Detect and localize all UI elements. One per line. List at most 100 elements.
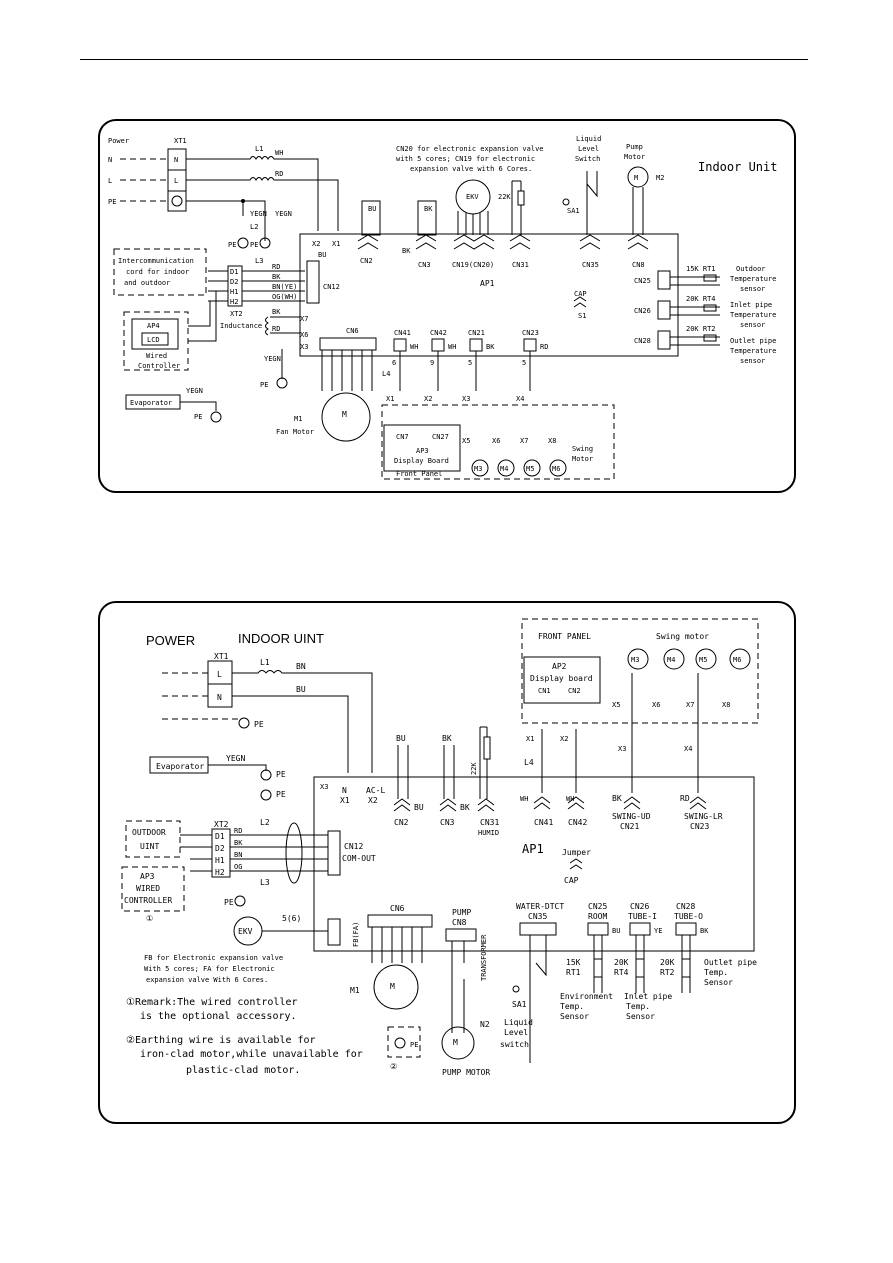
svg-text:switch: switch: [500, 1040, 529, 1049]
swing-motor-m3: [471, 459, 489, 477]
svg-text:②Earthing wire is available fo: ②Earthing wire is available for: [126, 1035, 316, 1046]
svg-text:AC-L: AC-L: [366, 786, 385, 795]
xt1-n: N: [174, 156, 178, 164]
sa1-switch: [512, 985, 520, 993]
svg-text:X3: X3: [618, 745, 626, 753]
svg-text:X6: X6: [300, 331, 308, 339]
cn6-connector: [319, 337, 377, 351]
svg-text:sensor: sensor: [740, 321, 765, 329]
cn26-connector: [629, 922, 651, 936]
svg-text:X1: X1: [526, 735, 534, 743]
xt2-terminal-block: [227, 265, 243, 307]
svg-text:is the optional accessory.: is the optional accessory.: [140, 1011, 297, 1022]
svg-text:5: 5: [468, 359, 472, 367]
cn35-connector: [579, 234, 601, 250]
xt1-label: XT1: [174, 137, 187, 145]
swing-motor-m4: [663, 648, 685, 670]
svg-text:YEGN: YEGN: [250, 210, 267, 218]
svg-text:Sensor: Sensor: [626, 1012, 655, 1021]
cn28-connector: [675, 922, 697, 936]
ground-icon: [276, 377, 288, 389]
rt1-thermistor: [703, 274, 717, 282]
svg-text:PE: PE: [224, 898, 234, 907]
svg-text:D1: D1: [215, 832, 225, 841]
cn6-connector: [367, 914, 433, 928]
svg-text:SWING-UD: SWING-UD: [612, 812, 651, 821]
svg-text:X8: X8: [548, 437, 556, 445]
ground-icon: [210, 411, 222, 423]
ground-icon: [238, 717, 250, 729]
cn23-connector: [689, 796, 707, 810]
svg-text:M1: M1: [294, 415, 302, 423]
svg-text:X1: X1: [386, 395, 394, 403]
svg-text:plastic-clad motor.: plastic-clad motor.: [186, 1065, 300, 1076]
svg-text:OG: OG: [234, 863, 242, 871]
svg-text:H1: H1: [215, 856, 225, 865]
svg-text:CN23: CN23: [690, 822, 709, 831]
outdoor-unit-box: [125, 820, 181, 858]
cn28-connector: [657, 330, 671, 350]
svg-text:sensor: sensor: [740, 285, 765, 293]
svg-text:20K RT2: 20K RT2: [686, 325, 716, 333]
svg-text:FB for Electronic expansion va: FB for Electronic expansion valve: [144, 954, 283, 962]
svg-text:TRANSFORMER: TRANSFORMER: [480, 934, 488, 981]
svg-text:BK: BK: [612, 794, 622, 803]
svg-text:YEGN: YEGN: [264, 355, 281, 363]
svg-text:RT1: RT1: [566, 968, 581, 977]
front-panel-box: [381, 404, 615, 480]
svg-text:CN28: CN28: [676, 902, 695, 911]
svg-text:OUTDOOR: OUTDOOR: [132, 828, 166, 837]
svg-text:CN35: CN35: [582, 261, 599, 269]
svg-text:Environment: Environment: [560, 992, 613, 1001]
svg-text:X5: X5: [462, 437, 470, 445]
svg-text:HUMID: HUMID: [478, 829, 499, 837]
cn12-connector: [306, 260, 320, 304]
svg-text:CN3: CN3: [440, 818, 455, 827]
svg-text:CN12: CN12: [323, 283, 340, 291]
svg-text:20K: 20K: [660, 958, 675, 967]
svg-text:CN41: CN41: [534, 818, 553, 827]
cn2-connector: [393, 798, 411, 812]
svg-text:X2: X2: [368, 796, 378, 805]
svg-text:PE: PE: [276, 790, 286, 799]
svg-text:WH: WH: [566, 795, 574, 803]
svg-text:RD: RD: [680, 794, 690, 803]
svg-text:CN12: CN12: [344, 842, 363, 851]
svg-text:Sensor: Sensor: [560, 1012, 589, 1021]
rt2-thermistor: [681, 958, 691, 978]
svg-text:Wired: Wired: [146, 352, 167, 360]
svg-text:CN26: CN26: [630, 902, 649, 911]
svg-text:CN19(CN20): CN19(CN20): [452, 261, 494, 269]
svg-text:Temp.: Temp.: [626, 1002, 650, 1011]
svg-text:15K: 15K: [566, 958, 581, 967]
cn25-connector: [657, 270, 671, 290]
cn2-connector: [357, 234, 379, 250]
svg-text:LCD: LCD: [147, 336, 160, 344]
res-22k: [517, 190, 525, 206]
svg-text:②: ②: [390, 1062, 397, 1071]
svg-text:RD: RD: [275, 170, 283, 178]
svg-text:PUMP MOTOR: PUMP MOTOR: [442, 1068, 490, 1077]
svg-text:CN2: CN2: [568, 687, 581, 695]
svg-text:iron-clad motor,while unavaila: iron-clad motor,while unavailable for: [140, 1049, 363, 1060]
fan-motor-m1: [373, 964, 419, 1010]
svg-text:PUMP: PUMP: [452, 908, 471, 917]
svg-text:M6: M6: [733, 656, 741, 664]
l1-inductor: [232, 670, 373, 773]
svg-text:Temperature: Temperature: [730, 311, 776, 319]
svg-text:Outlet pipe: Outlet pipe: [704, 958, 757, 967]
svg-text:CN26: CN26: [634, 307, 651, 315]
svg-text:CN2: CN2: [394, 818, 409, 827]
svg-text:Inlet pipe: Inlet pipe: [730, 301, 772, 309]
svg-text:BK: BK: [486, 343, 495, 351]
svg-text:5(6): 5(6): [282, 914, 301, 923]
cn31-connector: [477, 798, 495, 812]
svg-text:WH: WH: [275, 149, 283, 157]
cn21-connector: [469, 338, 483, 352]
svg-text:PE: PE: [228, 241, 236, 249]
svg-text:Switch: Switch: [575, 155, 600, 163]
svg-text:Liquid: Liquid: [504, 1018, 533, 1027]
svg-text:BU: BU: [396, 734, 406, 743]
svg-text:TUBE-I: TUBE-I: [628, 912, 657, 921]
power-pe: PE: [108, 198, 116, 206]
